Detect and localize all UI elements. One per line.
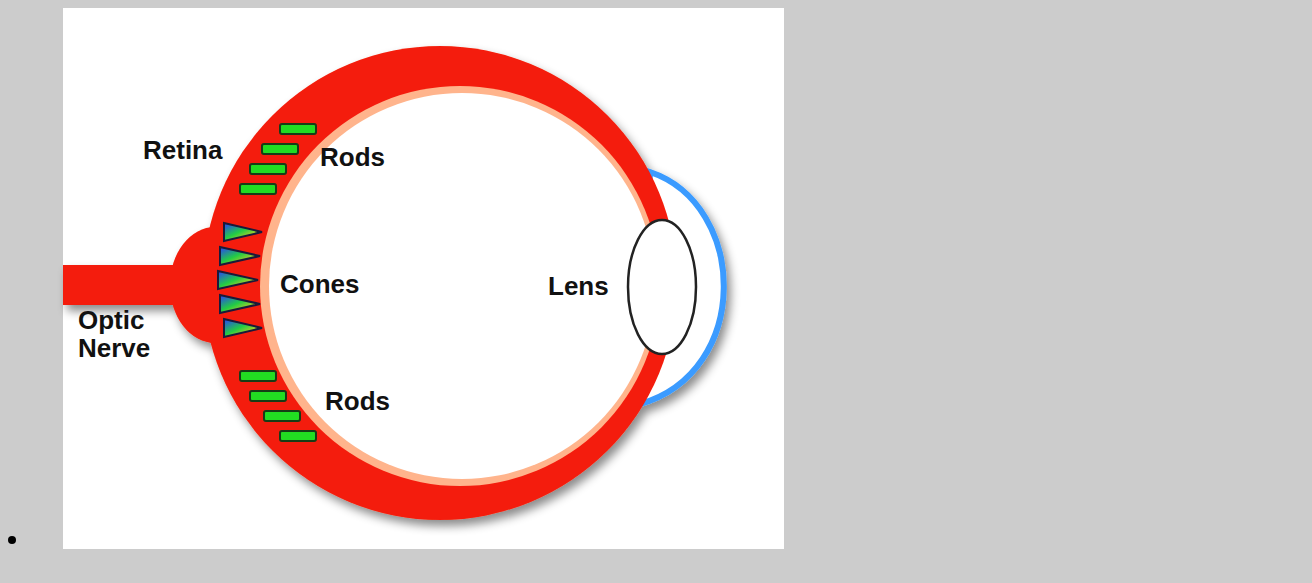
rod-cell <box>250 391 286 401</box>
part-label: Lens <box>548 272 609 300</box>
part-label: Rods <box>325 387 390 415</box>
rod-cell <box>240 371 276 381</box>
part-label: Rods <box>320 143 385 171</box>
rod-cell <box>250 164 286 174</box>
part-label: Optic Nerve <box>78 306 178 362</box>
image-panel <box>63 8 784 549</box>
rod-cell <box>262 144 298 154</box>
cone-cell <box>220 295 260 313</box>
part-label: Retina <box>143 136 222 164</box>
retina-layer <box>260 86 660 486</box>
rod-cell <box>240 184 276 194</box>
rods-lower <box>240 371 316 441</box>
cones <box>218 223 262 337</box>
cone-cell <box>224 319 262 337</box>
rods-upper <box>240 124 316 194</box>
part-label: Cones <box>280 270 359 298</box>
lens <box>628 220 696 354</box>
bullet-mark <box>8 536 16 544</box>
eye-interior <box>269 93 655 479</box>
rod-cell <box>280 124 316 134</box>
cone-cell <box>218 271 258 289</box>
eye-wall <box>203 46 677 520</box>
cone-cell <box>224 223 262 241</box>
rod-cell <box>280 431 316 441</box>
cone-cell <box>220 247 260 265</box>
eye-body <box>63 46 724 520</box>
rod-cell <box>264 411 300 421</box>
